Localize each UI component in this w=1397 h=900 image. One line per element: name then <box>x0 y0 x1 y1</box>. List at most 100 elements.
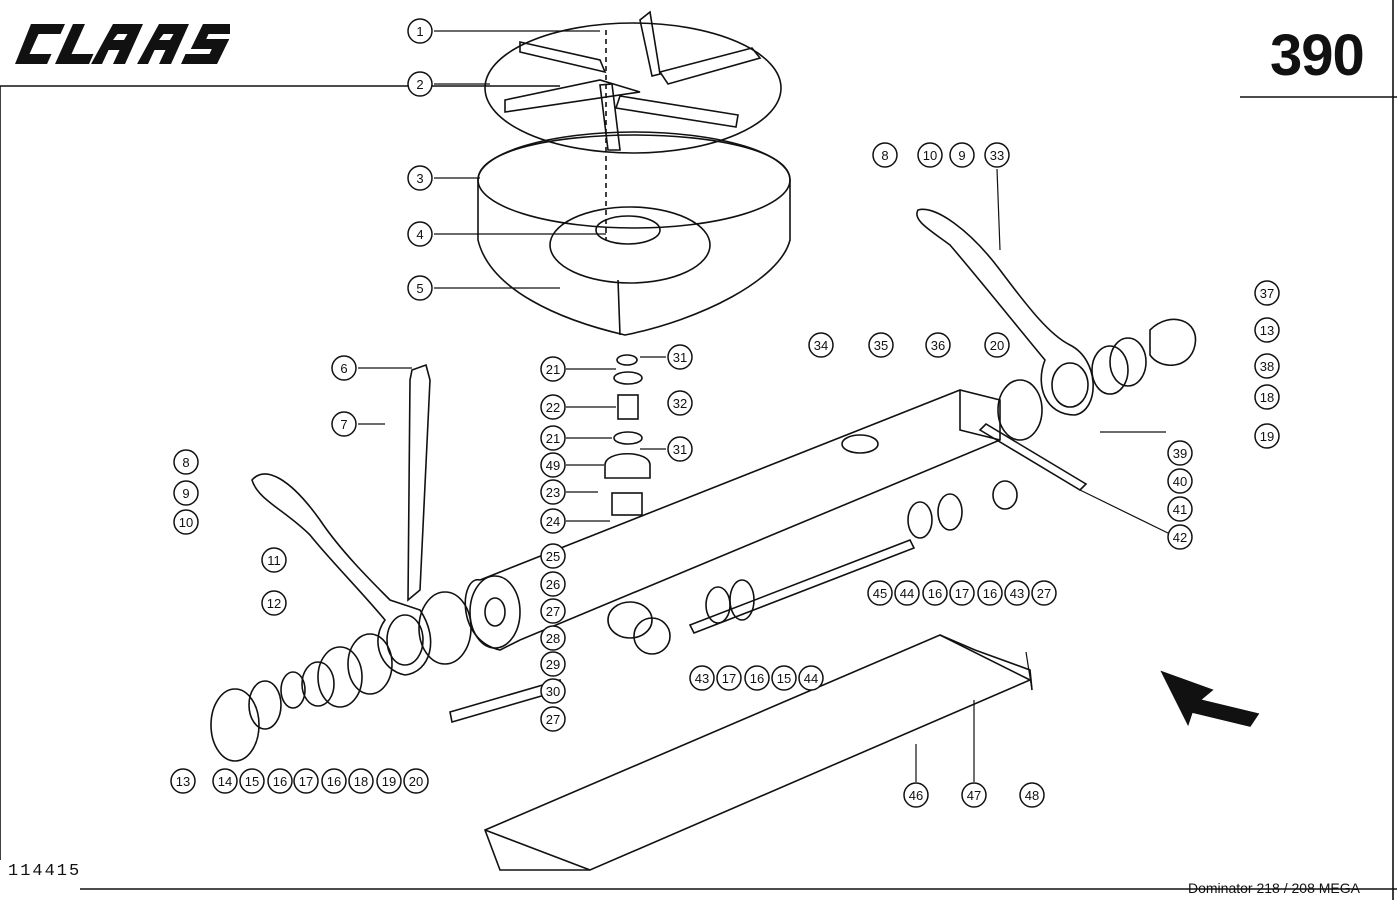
callout-33: 33 <box>984 142 1010 168</box>
spreader-housing <box>477 30 791 336</box>
spreader-disc <box>484 10 782 154</box>
callout-circle <box>867 580 893 606</box>
callout-41: 41 <box>1167 496 1193 522</box>
callout-circle <box>667 436 693 462</box>
callout-25: 25 <box>540 543 566 569</box>
machine-model: Dominator 218 / 208 MEGA <box>1188 880 1360 896</box>
callout-3: 3 <box>407 165 433 191</box>
callout-circle <box>925 332 951 358</box>
callout-label: 13 <box>176 774 190 789</box>
callout-circle <box>949 142 975 168</box>
callout-label: 8 <box>182 455 189 470</box>
callout-label: 48 <box>1025 788 1039 803</box>
callout-17: 17 <box>949 580 975 606</box>
callout-circle <box>1254 423 1280 449</box>
callout-label: 16 <box>750 671 764 686</box>
callout-label: 23 <box>546 485 560 500</box>
callout-circle <box>903 782 929 808</box>
callout-21: 21 <box>540 356 566 382</box>
callout-leaders <box>358 30 1175 782</box>
callout-circle <box>540 678 566 704</box>
callout-31: 31 <box>667 344 693 370</box>
claas-logo <box>15 24 230 64</box>
callout-circle <box>540 598 566 624</box>
left-lever <box>251 473 432 676</box>
callout-label: 27 <box>1037 586 1051 601</box>
callout-6: 6 <box>331 355 357 381</box>
callout-23: 23 <box>540 479 566 505</box>
callout-label: 10 <box>923 148 937 163</box>
callout-label: 38 <box>1260 359 1274 374</box>
direction-arrow-icon <box>1160 670 1260 727</box>
callout-label: 8 <box>881 148 888 163</box>
callout-8: 8 <box>872 142 898 168</box>
callout-label: 30 <box>546 684 560 699</box>
callout-circle <box>173 480 199 506</box>
callout-label: 42 <box>1173 530 1187 545</box>
callout-label: 17 <box>955 586 969 601</box>
callout-circle <box>540 356 566 382</box>
drawing-number: 114415 <box>8 862 82 881</box>
callout-label: 16 <box>928 586 942 601</box>
callout-label: 17 <box>299 774 313 789</box>
callout-circle <box>403 768 429 794</box>
callout-49: 49 <box>540 452 566 478</box>
callout-label: 45 <box>873 586 887 601</box>
callout-43: 43 <box>689 665 715 691</box>
callout-16: 16 <box>922 580 948 606</box>
callout-47: 47 <box>961 782 987 808</box>
callout-circle <box>917 142 943 168</box>
right-bearing-parts <box>997 318 1197 441</box>
callout-circle <box>540 543 566 569</box>
callout-label: 46 <box>909 788 923 803</box>
link-rod <box>978 422 1088 492</box>
callout-circle <box>868 332 894 358</box>
callout-7: 7 <box>331 411 357 437</box>
callout-circle <box>540 651 566 677</box>
callout-circle <box>407 165 433 191</box>
callout-circle <box>540 452 566 478</box>
callout-label: 7 <box>340 417 347 432</box>
callout-10: 10 <box>917 142 943 168</box>
callout-1: 1 <box>407 18 433 44</box>
callout-circle <box>949 580 975 606</box>
callout-16: 16 <box>321 768 347 794</box>
callout-9: 9 <box>173 480 199 506</box>
callout-circle <box>1167 524 1193 550</box>
callout-label: 19 <box>382 774 396 789</box>
callout-circle <box>977 580 1003 606</box>
callout-2: 2 <box>407 71 433 97</box>
callout-label: 2 <box>416 77 423 92</box>
callout-circle <box>1031 580 1057 606</box>
callout-circle <box>173 509 199 535</box>
callout-circle <box>1019 782 1045 808</box>
callout-label: 32 <box>673 396 687 411</box>
callout-13: 13 <box>1254 317 1280 343</box>
callout-label: 6 <box>340 361 347 376</box>
callout-4: 4 <box>407 221 433 247</box>
callout-36: 36 <box>925 332 951 358</box>
callout-circle <box>293 768 319 794</box>
callout-label: 18 <box>354 774 368 789</box>
callout-28: 28 <box>540 625 566 651</box>
callout-circle <box>808 332 834 358</box>
callout-circle <box>540 425 566 451</box>
callout-label: 5 <box>416 281 423 296</box>
callout-11: 11 <box>261 547 287 573</box>
callout-26: 26 <box>540 571 566 597</box>
callout-circle <box>689 665 715 691</box>
callout-circle <box>261 590 287 616</box>
callout-label: 16 <box>983 586 997 601</box>
callout-label: 25 <box>546 549 560 564</box>
callout-20: 20 <box>984 332 1010 358</box>
callout-circle <box>267 768 293 794</box>
callout-circle <box>894 580 920 606</box>
callout-label: 15 <box>245 774 259 789</box>
callout-circle <box>540 706 566 732</box>
callout-22: 22 <box>540 394 566 420</box>
callout-circle <box>984 142 1010 168</box>
callout-16: 16 <box>744 665 770 691</box>
